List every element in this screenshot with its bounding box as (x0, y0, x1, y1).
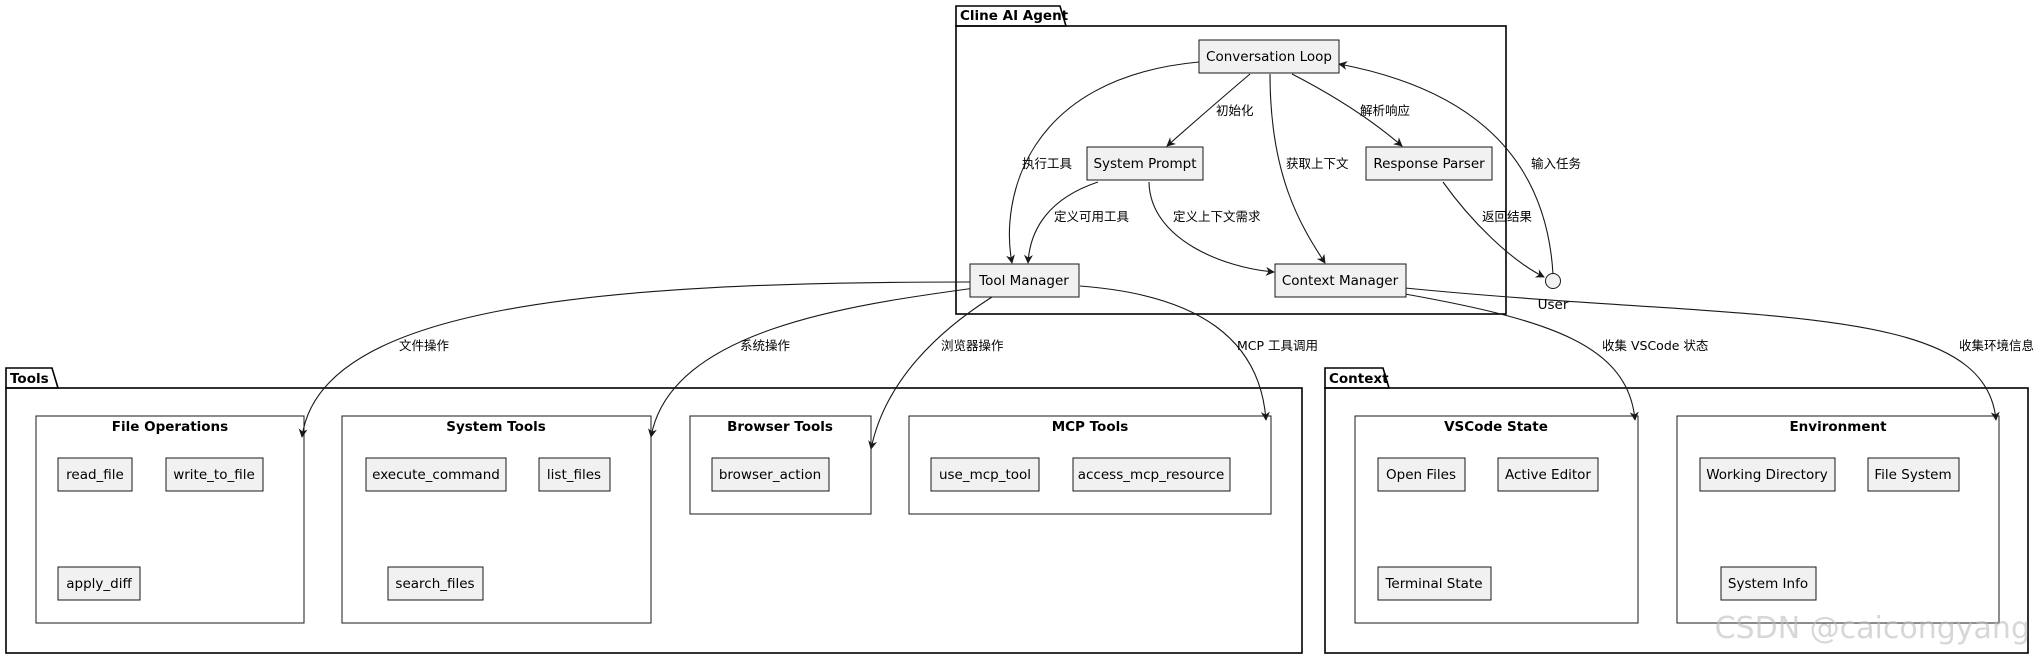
group-title-mcp-tools: MCP Tools (1052, 419, 1129, 435)
edge-label-exec-tool: 执行工具 (1022, 156, 1073, 171)
node-list-files[interactable]: list_files (538, 457, 611, 492)
edge-context-manager-to-vscode-state: 收集 VSCode 状态 (1404, 293, 1708, 421)
package-title-tools: Tools (10, 371, 49, 387)
node-label-file-system: File System (1874, 467, 1951, 483)
edge-response-parser-to-user: 返回结果 (1442, 181, 1545, 278)
edge-label-browser-op: 浏览器操作 (941, 338, 1004, 353)
edge-label-define-context: 定义上下文需求 (1173, 209, 1261, 224)
node-active-editor[interactable]: Active Editor (1497, 457, 1599, 492)
group-system-tools: System Tools (341, 415, 652, 624)
edge-conversation-to-context-manager: 获取上下文 (1269, 73, 1349, 264)
node-label-active-editor: Active Editor (1505, 467, 1591, 483)
edge-tool-manager-to-mcp-tools: MCP 工具调用 (1079, 285, 1318, 421)
node-label-tool-manager: Tool Manager (978, 273, 1069, 289)
node-use-mcp-tool[interactable]: use_mcp_tool (930, 457, 1040, 492)
edge-conversation-to-response-parser: 解析响应 (1291, 73, 1410, 147)
edge-conversation-to-tool-manager: 执行工具 (1006, 61, 1200, 264)
node-label-system-info: System Info (1728, 576, 1808, 592)
node-label-browser-action: browser_action (719, 467, 821, 483)
group-mcp-tools: MCP Tools (908, 415, 1272, 515)
node-apply-diff[interactable]: apply_diff (57, 566, 141, 601)
package-cline-ai-agent: Cline AI Agent (955, 5, 1507, 315)
node-label-apply-diff: apply_diff (66, 576, 132, 592)
node-label-access-mcp-resource: access_mcp_resource (1078, 467, 1225, 483)
edge-label-input-task: 输入任务 (1531, 156, 1581, 171)
node-label-open-files: Open Files (1386, 467, 1456, 483)
node-working-directory[interactable]: Working Directory (1699, 457, 1836, 492)
node-label-search-files: search_files (395, 576, 474, 592)
node-access-mcp-resource[interactable]: access_mcp_resource (1072, 457, 1231, 492)
node-response-parser[interactable]: Response Parser (1365, 146, 1493, 181)
edge-system-prompt-to-tool-manager: 定义可用工具 (1023, 181, 1130, 264)
edge-conversation-to-system-prompt: 初始化 (1166, 73, 1254, 147)
package-title-context: Context (1329, 371, 1389, 387)
user-actor-icon (1545, 273, 1561, 289)
edge-label-collect-env: 收集环境信息 (1959, 338, 2034, 353)
edge-label-mcp-call: MCP 工具调用 (1237, 338, 1318, 353)
group-title-browser-tools: Browser Tools (727, 419, 833, 435)
edge-label-system-op: 系统操作 (740, 338, 791, 353)
node-system-info[interactable]: System Info (1720, 566, 1817, 601)
node-label-working-directory: Working Directory (1706, 467, 1828, 483)
edge-label-init: 初始化 (1216, 103, 1254, 118)
node-user[interactable]: User (1538, 273, 1569, 314)
node-label-use-mcp-tool: use_mcp_tool (939, 467, 1031, 483)
package-title-cline: Cline AI Agent (960, 8, 1069, 24)
node-file-system[interactable]: File System (1867, 457, 1960, 492)
group-environment: Environment (1676, 415, 2000, 624)
node-tool-manager[interactable]: Tool Manager (969, 263, 1080, 298)
edge-tool-manager-to-browser-tools: 浏览器操作 (868, 296, 1004, 450)
group-title-system-tools: System Tools (446, 419, 546, 435)
node-read-file[interactable]: read_file (57, 457, 133, 492)
node-search-files[interactable]: search_files (387, 566, 484, 601)
node-label-execute-command: execute_command (372, 467, 500, 483)
node-label-response-parser: Response Parser (1373, 156, 1485, 172)
edge-label-file-op: 文件操作 (399, 338, 450, 353)
edge-system-prompt-to-context-manager: 定义上下文需求 (1148, 181, 1275, 276)
node-label-write-to-file: write_to_file (173, 467, 255, 483)
edge-label-parse: 解析响应 (1360, 103, 1410, 118)
group-title-vscode-state: VSCode State (1444, 419, 1548, 435)
node-label-context-manager: Context Manager (1282, 273, 1399, 289)
edge-tool-manager-to-file-operations: 文件操作 (298, 281, 971, 438)
node-conversation-loop[interactable]: Conversation Loop (1198, 39, 1340, 74)
node-open-files[interactable]: Open Files (1377, 457, 1466, 492)
node-label-read-file: read_file (66, 467, 124, 483)
node-system-prompt[interactable]: System Prompt (1086, 146, 1204, 181)
node-context-manager[interactable]: Context Manager (1274, 263, 1407, 298)
node-browser-action[interactable]: browser_action (711, 457, 830, 492)
edge-label-get-context: 获取上下文 (1286, 156, 1349, 171)
group-vscode-state: VSCode State (1354, 415, 1639, 624)
node-terminal-state[interactable]: Terminal State (1377, 566, 1492, 601)
node-label-list-files: list_files (547, 467, 601, 483)
node-label-user: User (1538, 297, 1569, 313)
edge-tool-manager-to-system-tools: 系统操作 (647, 287, 976, 438)
group-title-file-operations: File Operations (112, 419, 228, 435)
package-tools: Tools (5, 367, 1303, 654)
edge-label-collect-vscode: 收集 VSCode 状态 (1602, 338, 1708, 353)
package-context: Context (1324, 367, 2029, 654)
edge-label-define-tools: 定义可用工具 (1054, 209, 1130, 224)
node-label-conversation-loop: Conversation Loop (1206, 49, 1332, 65)
node-label-terminal-state: Terminal State (1384, 576, 1482, 592)
edge-context-manager-to-environment: 收集环境信息 (1404, 287, 2034, 421)
group-title-environment: Environment (1789, 419, 1887, 435)
group-file-operations: File Operations (35, 415, 305, 624)
node-execute-command[interactable]: execute_command (365, 457, 507, 492)
edge-user-to-conversation: 输入任务 (1338, 61, 1581, 275)
group-browser-tools: Browser Tools (689, 415, 872, 515)
edge-label-return-result: 返回结果 (1482, 209, 1533, 224)
node-write-to-file[interactable]: write_to_file (165, 457, 264, 492)
node-label-system-prompt: System Prompt (1093, 156, 1196, 172)
watermark-text: CSDN @caicongyang (1715, 611, 2030, 646)
